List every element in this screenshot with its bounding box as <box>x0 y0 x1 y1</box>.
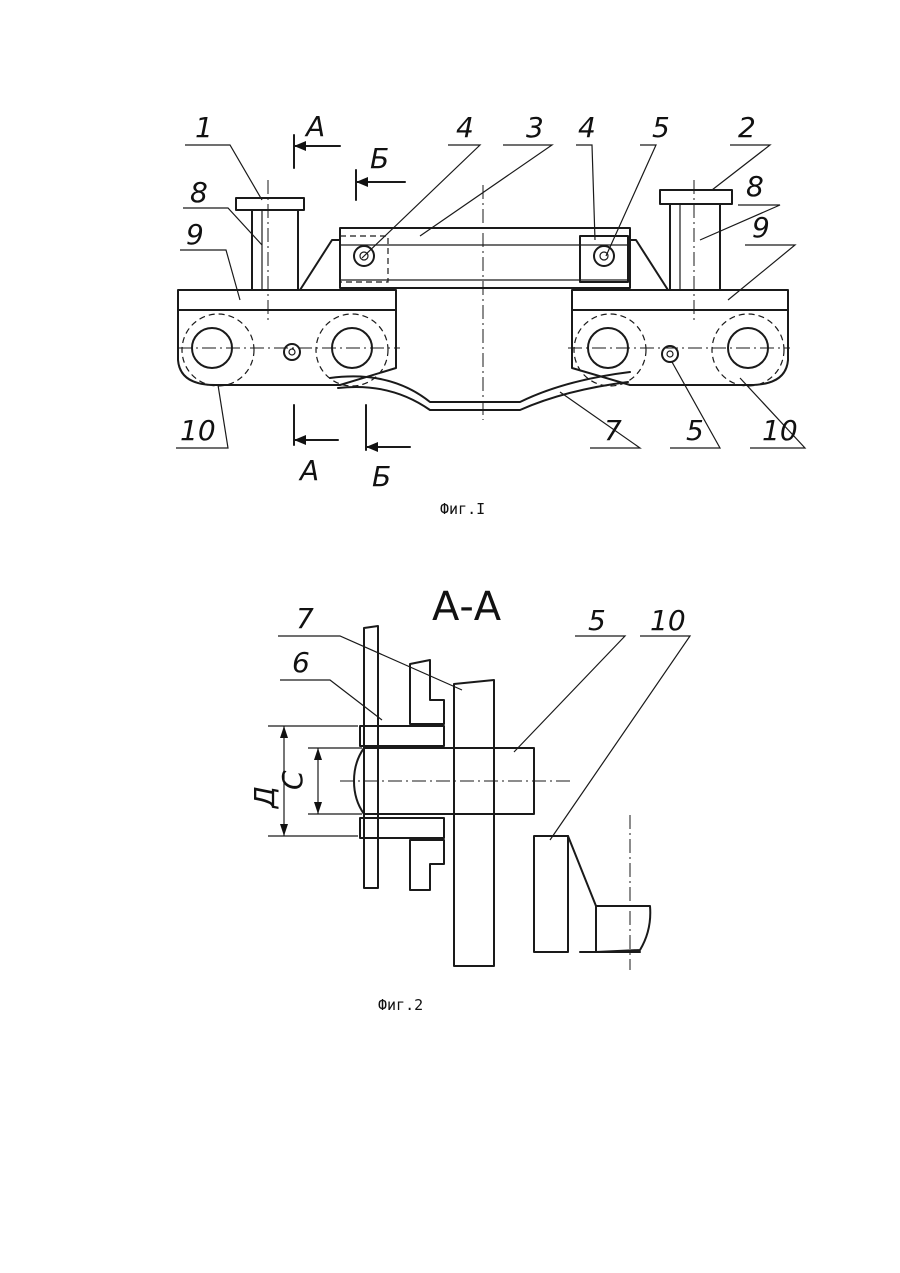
label-9-right: 9 <box>752 211 770 244</box>
label-10-left: 10 <box>180 414 216 447</box>
label-7: 7 <box>604 414 622 447</box>
label-4-left: 4 <box>456 111 474 144</box>
section-mark-a-bottom: А <box>298 454 319 487</box>
label-10-fig2: 10 <box>650 604 686 637</box>
label-10-right: 10 <box>762 414 798 447</box>
figure-2-caption: Фиг.2 <box>378 996 423 1014</box>
label-4-right: 4 <box>578 111 596 144</box>
frame-9-right <box>568 290 790 386</box>
figure-1: 1 2 3 4 4 5 5 7 8 8 9 9 10 10 А А Б Б Фи… <box>176 110 805 518</box>
label-2: 2 <box>738 111 756 144</box>
section-title-a-a: А-А <box>432 584 502 630</box>
frame-9-left <box>178 290 400 386</box>
section-mark-a-top: А <box>304 110 325 143</box>
label-5-fig2: 5 <box>588 604 606 637</box>
plate-7 <box>364 626 378 888</box>
label-9-left: 9 <box>186 218 204 251</box>
figure-1-caption: Фиг.I <box>440 500 485 518</box>
link-bar-7 <box>330 372 630 410</box>
label-5-bottom: 5 <box>686 414 704 447</box>
leader-lines-fig2 <box>278 636 690 840</box>
bushing-6 <box>360 660 444 890</box>
label-7-fig2: 7 <box>296 602 314 635</box>
label-8-left: 8 <box>190 176 208 209</box>
main-plate <box>454 680 494 966</box>
label-5-top: 5 <box>652 111 670 144</box>
label-1: 1 <box>195 111 213 144</box>
label-8-right: 8 <box>746 170 764 203</box>
label-6: 6 <box>292 646 310 679</box>
bracket-4-right <box>580 236 628 282</box>
post-2-right <box>660 180 732 320</box>
dimension-label-c: С <box>276 770 309 790</box>
figure-2: А-А <box>248 584 690 1014</box>
post-1-left <box>236 180 304 320</box>
bracket-4-left <box>340 236 388 282</box>
label-3: 3 <box>526 111 544 144</box>
section-mark-b-top: Б <box>370 142 389 175</box>
section-mark-b-bottom: Б <box>372 460 391 493</box>
